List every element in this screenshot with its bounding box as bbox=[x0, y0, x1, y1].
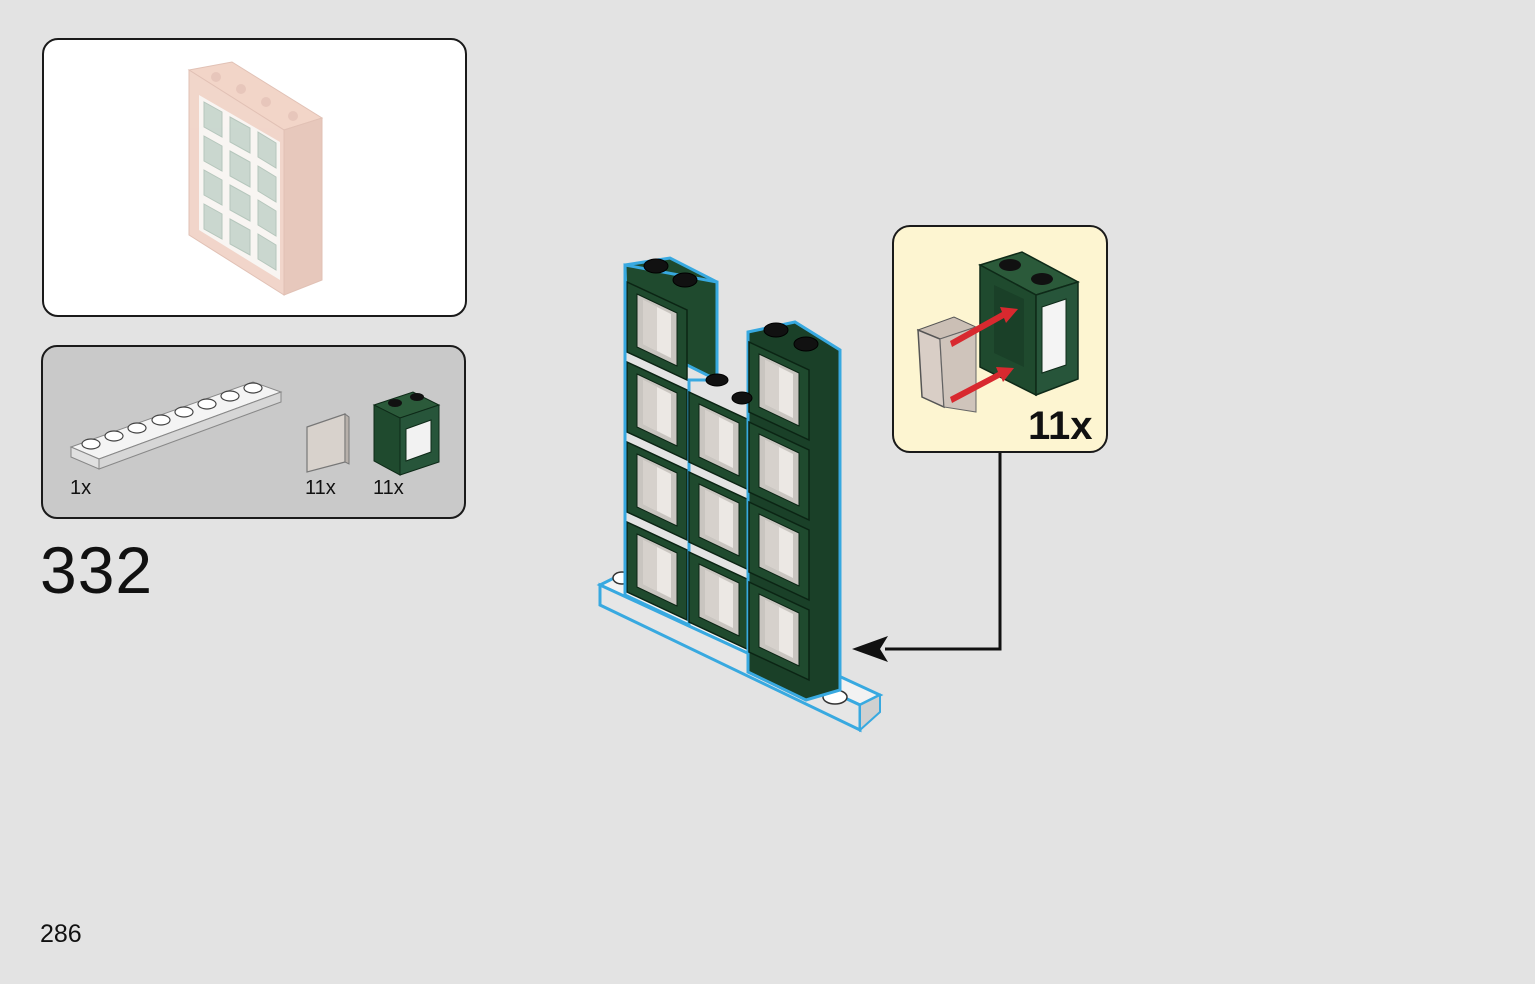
trans-clear-glass-pane-icon bbox=[306, 413, 350, 473]
dark-green-window-frame-icon bbox=[978, 251, 1080, 397]
parts-list-panel: 1x 11x 11x bbox=[41, 345, 466, 519]
window-wall bbox=[623, 256, 842, 702]
callout-illustration bbox=[916, 251, 1080, 413]
callout-pointer-arrow bbox=[852, 453, 1002, 662]
parts-illustration bbox=[69, 381, 441, 476]
part-quantity: 11x bbox=[305, 477, 336, 499]
trans-clear-glass-pane-icon bbox=[916, 316, 978, 413]
overview-panel bbox=[42, 38, 467, 317]
dark-green-window-frame-icon bbox=[372, 391, 441, 476]
page-number: 286 bbox=[40, 920, 82, 948]
base-plate bbox=[596, 571, 884, 733]
part-quantity: 11x bbox=[373, 477, 404, 499]
part-quantity: 1x bbox=[70, 477, 92, 499]
insert-arrow-icon bbox=[950, 307, 1018, 403]
overview-model-icon bbox=[187, 61, 324, 296]
white-plate-1x8-icon bbox=[69, 381, 283, 470]
sub-assembly-callout: 11x bbox=[892, 225, 1108, 453]
step-number: 332 bbox=[40, 533, 154, 607]
callout-quantity: 11x bbox=[1028, 404, 1093, 448]
